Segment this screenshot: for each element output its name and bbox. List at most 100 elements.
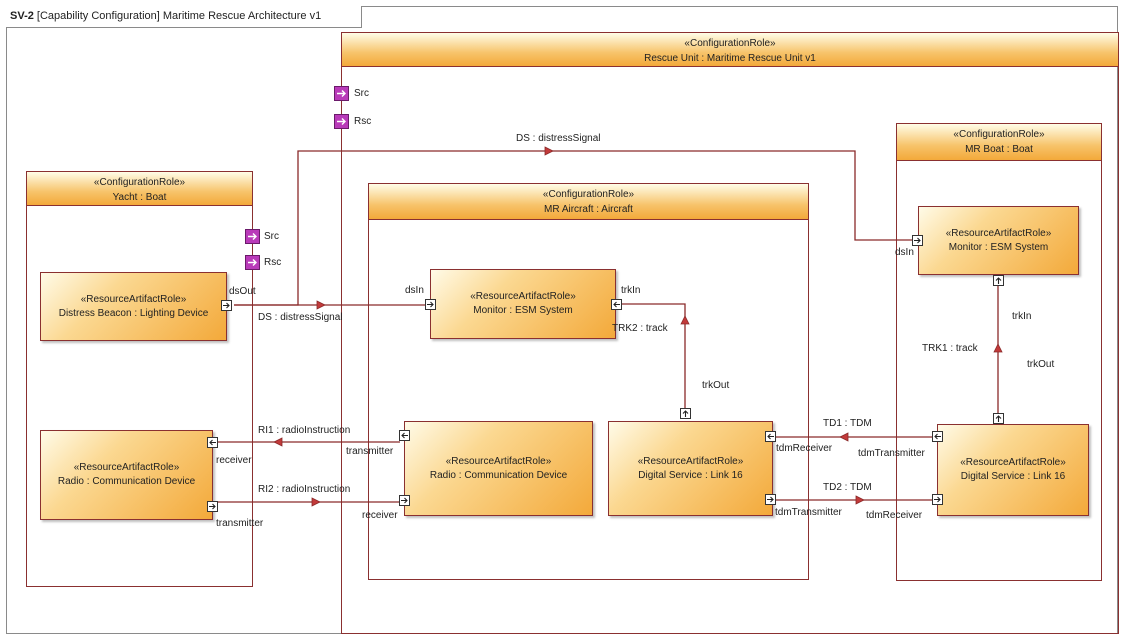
yacht-rsc-label: Rsc: [264, 257, 282, 268]
trk2-arrowhead: [680, 315, 690, 325]
boat-ds-in-port[interactable]: [912, 235, 923, 246]
out-arrow-icon: [767, 496, 774, 503]
yacht-rsc-pin[interactable]: [245, 255, 260, 270]
boat-tdm-receiver-label: tdmReceiver: [866, 510, 923, 521]
ri2-arrowhead: [311, 497, 321, 507]
aircraft-link16-artifact[interactable]: «ResourceArtifactRole» Digital Service :…: [608, 421, 773, 516]
up-arrow-icon: [682, 410, 689, 417]
aircraft-monitor-name: Monitor : ESM System: [473, 305, 573, 316]
rescue-unit-src-pin[interactable]: [334, 86, 349, 101]
aircraft-trk-in-port[interactable]: [611, 299, 622, 310]
td1-arrowhead: [839, 432, 849, 442]
boat-ds-in-label: dsIn: [895, 247, 914, 258]
rescue-unit-src-label: Src: [354, 88, 369, 99]
aircraft-link16-stereotype: «ResourceArtifactRole»: [637, 455, 744, 467]
aircraft-receiver-label: receiver: [362, 510, 398, 521]
boat-trk-out-label: trkOut: [1027, 359, 1055, 370]
aircraft-trk-out-label: trkOut: [702, 380, 730, 391]
aircraft-transmitter-label: transmitter: [346, 446, 394, 457]
arrow-right-icon: [337, 118, 346, 125]
diagram-title-tab[interactable]: SV-2 [Capability Configuration] Maritime…: [6, 6, 362, 28]
mr-boat-role[interactable]: «ConfigurationRole» MR Boat : Boat: [896, 123, 1102, 581]
rescue-unit-rsc-pin[interactable]: [334, 114, 349, 129]
boat-monitor-stereotype: «ResourceArtifactRole»: [945, 227, 1052, 239]
aircraft-tdm-transmitter-port[interactable]: [765, 494, 776, 505]
in-arrow-icon: [427, 301, 434, 308]
in-arrow-icon: [401, 497, 408, 504]
aircraft-trk-in-label: trkIn: [621, 285, 641, 296]
td2-flow-label: TD2 : TDM: [823, 482, 872, 493]
rescue-unit-stereotype: «ConfigurationRole»: [684, 38, 776, 49]
aircraft-radio-stereotype: «ResourceArtifactRole»: [445, 455, 552, 467]
mr-boat-stereotype: «ConfigurationRole»: [953, 129, 1045, 140]
in-arrow-icon: [209, 439, 216, 446]
ri2-flow-label: RI2 : radioInstruction: [258, 484, 351, 495]
arrow-right-icon: [248, 233, 257, 240]
yacht-src-pin[interactable]: [245, 229, 260, 244]
aircraft-ds-in-label: dsIn: [405, 285, 424, 296]
yacht-radio-name: Radio : Communication Device: [57, 476, 196, 487]
aircraft-monitor-stereotype: «ResourceArtifactRole»: [470, 291, 576, 302]
boat-link16-artifact[interactable]: «ResourceArtifactRole» Digital Service :…: [937, 424, 1089, 516]
boat-trk-in-label: trkIn: [1012, 311, 1032, 322]
arrow-right-icon: [248, 259, 257, 266]
boat-tdm-receiver-port[interactable]: [932, 494, 943, 505]
mr-aircraft-role[interactable]: «ConfigurationRole» MR Aircraft : Aircra…: [368, 183, 809, 580]
boat-monitor-name: Monitor : ESM System: [948, 241, 1049, 253]
up-arrow-icon: [995, 277, 1002, 284]
rescue-unit-role[interactable]: «ConfigurationRole» Rescue Unit : Mariti…: [341, 32, 1119, 634]
up-arrow-icon: [995, 415, 1002, 422]
mr-aircraft-stereotype: «ConfigurationRole»: [542, 189, 635, 200]
yacht-radio-transmitter-port[interactable]: [207, 501, 218, 512]
ds-bottom-arrowhead: [316, 300, 326, 310]
aircraft-link16-name: Digital Service : Link 16: [638, 469, 743, 481]
yacht-role[interactable]: «ConfigurationRole» Yacht : Boat: [26, 171, 253, 587]
distress-beacon-artifact[interactable]: «ResourceArtifactRole» Distress Beacon :…: [40, 272, 227, 341]
ds-out-port-label: dsOut: [229, 286, 256, 297]
in-arrow-icon: [934, 496, 941, 503]
td2-arrowhead: [855, 495, 865, 505]
aircraft-radio-transmitter-port[interactable]: [399, 430, 410, 441]
aircraft-tdm-receiver-port[interactable]: [765, 431, 776, 442]
td1-flow-label: TD1 : TDM: [823, 418, 872, 429]
aircraft-radio-artifact[interactable]: «ResourceArtifactRole» Radio : Communica…: [404, 421, 593, 516]
yacht-radio-receiver-port[interactable]: [207, 437, 218, 448]
aircraft-monitor-artifact[interactable]: «ResourceArtifactRole» Monitor : ESM Sys…: [430, 269, 616, 339]
trk2-flow-label: TRK2 : track: [612, 323, 668, 334]
rescue-unit-rsc-label: Rsc: [354, 116, 372, 127]
aircraft-radio-receiver-port[interactable]: [399, 495, 410, 506]
yacht-receiver-label: receiver: [216, 455, 252, 466]
yacht-radio-artifact[interactable]: «ResourceArtifactRole» Radio : Communica…: [40, 430, 213, 520]
diagram-kind: SV-2: [10, 10, 34, 22]
in-arrow-icon: [613, 301, 620, 308]
trk2-flow-line[interactable]: [622, 303, 686, 408]
yacht-stereotype: «ConfigurationRole»: [93, 177, 186, 188]
yacht-radio-stereotype: «ResourceArtifactRole»: [73, 462, 180, 473]
ds-flow-top-label: DS : distressSignal: [516, 133, 601, 144]
boat-tdm-transmitter-port[interactable]: [932, 431, 943, 442]
ri1-arrowhead: [273, 437, 283, 447]
ds-out-port[interactable]: [221, 300, 232, 311]
boat-monitor-artifact[interactable]: «ResourceArtifactRole» Monitor : ESM Sys…: [918, 206, 1079, 275]
in-arrow-icon: [914, 237, 921, 244]
boat-link16-stereotype: «ResourceArtifactRole»: [960, 457, 1066, 468]
aircraft-trk-out-port[interactable]: [680, 408, 691, 419]
yacht-header: «ConfigurationRole» Yacht : Boat: [27, 172, 252, 206]
boat-trk-out-port[interactable]: [993, 413, 1004, 424]
out-arrow-icon: [209, 503, 216, 510]
distress-beacon-name: Distress Beacon : Lighting Device: [58, 307, 209, 319]
aircraft-ds-in-port[interactable]: [425, 299, 436, 310]
boat-link16-name: Digital Service : Link 16: [960, 471, 1066, 482]
diagram-title: [Capability Configuration] Maritime Resc…: [36, 10, 322, 22]
in-arrow-icon: [767, 433, 774, 440]
mr-aircraft-header: «ConfigurationRole» MR Aircraft : Aircra…: [369, 184, 808, 220]
mr-aircraft-name: MR Aircraft : Aircraft: [544, 204, 633, 215]
arrow-right-icon: [337, 90, 346, 97]
boat-trk-in-port[interactable]: [993, 275, 1004, 286]
mr-boat-name: MR Boat : Boat: [965, 144, 1033, 155]
ri1-flow-label: RI1 : radioInstruction: [258, 425, 351, 436]
boat-tdm-transmitter-label: tdmTransmitter: [858, 448, 925, 459]
yacht-name: Yacht : Boat: [112, 192, 167, 203]
